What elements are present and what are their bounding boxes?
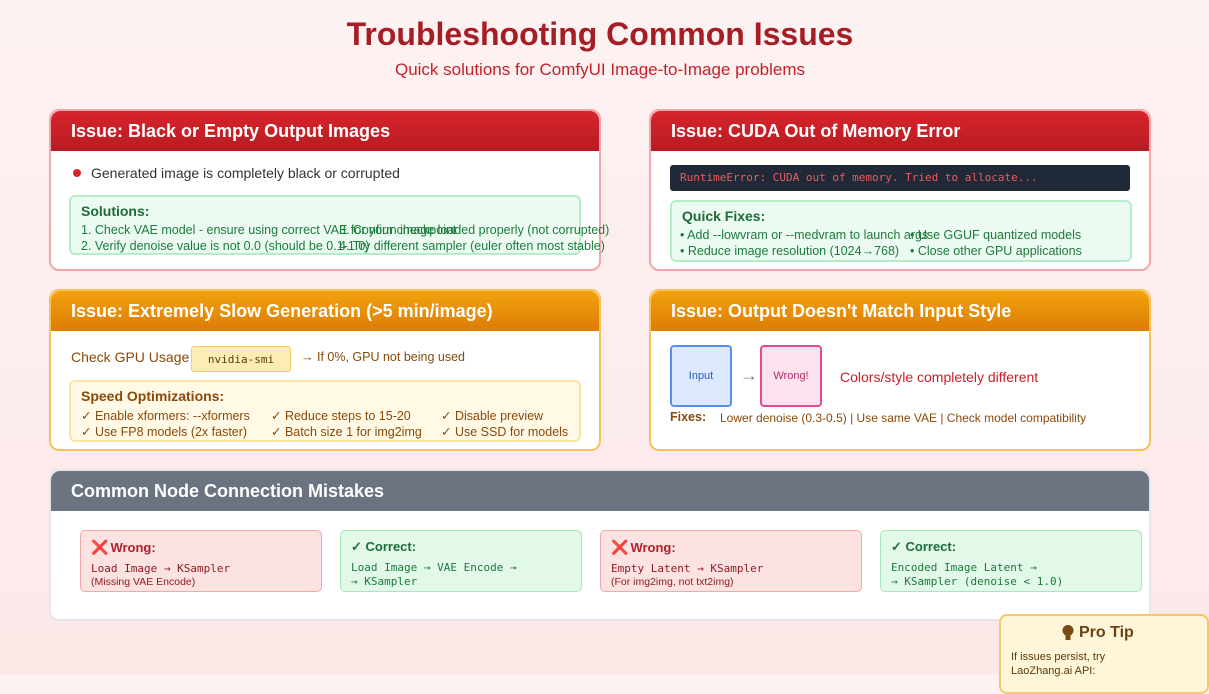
solution-item: 2. Verify denoise value is not 0.0 (shou… [81, 239, 370, 253]
solutions-title: Solutions: [81, 203, 150, 219]
style-mismatch-description: Colors/style completely different [840, 369, 1039, 385]
optimization-item: ✓ Use SSD for models [441, 425, 569, 439]
example-code: Load Image → KSampler [91, 562, 231, 575]
optimization-item: ✓ Enable xformers: --xformers [81, 409, 250, 423]
optimization-item: ✓ Disable preview [441, 409, 544, 423]
optimization-item: ✓ Batch size 1 for img2img [271, 425, 422, 439]
pro-tip-box: Pro Tip If issues persist, try LaoZhang.… [999, 614, 1209, 694]
speed-optimizations-title: Speed Optimizations: [81, 388, 225, 404]
solution-item: 1. Check VAE model - ensure using correc… [81, 223, 457, 237]
solution-item: 4. Try different sampler (euler often mo… [339, 239, 605, 253]
speed-optimizations-box: Speed Optimizations: ✓ Enable xformers: … [69, 380, 581, 442]
bullet-dot-icon [73, 169, 81, 177]
issue-cuda-oom-card: Issue: CUDA Out of Memory Error RuntimeE… [649, 109, 1151, 271]
example-code: → KSampler (denoise < 1.0) [891, 575, 1064, 588]
issue-style-mismatch-card: Issue: Output Doesn't Match Input Style … [649, 289, 1151, 451]
fix-item: • Reduce image resolution (1024→768) [680, 244, 900, 258]
optimization-item: ✓ Use FP8 models (2x faster) [81, 425, 248, 439]
symptom-row: Generated image is completely black or c… [73, 165, 400, 181]
example-code: → KSampler [351, 575, 418, 588]
card-header: Issue: CUDA Out of Memory Error [651, 111, 1149, 151]
fix-item: • Use GGUF quantized models [910, 228, 1082, 242]
example-note: (For img2img, not txt2img) [611, 576, 734, 588]
quick-fixes-box: Quick Fixes: • Add --lowvram or --medvra… [670, 200, 1132, 262]
pro-tip-text: LaoZhang.ai API: [1011, 665, 1096, 677]
input-node: Input [670, 345, 732, 407]
page-title: Troubleshooting Common Issues [346, 16, 854, 52]
connection-example-correct: ✓ Correct: Encoded Image Latent → → KSam… [880, 530, 1142, 592]
card-header: Issue: Output Doesn't Match Input Style [651, 291, 1149, 331]
gpu-usage-note: → If 0%, GPU not being used [301, 350, 465, 364]
node-connection-mistakes-card: Common Node Connection Mistakes ❌ Wrong:… [49, 469, 1151, 621]
lightbulb-icon [1062, 625, 1074, 640]
issue-slow-generation-card: Issue: Extremely Slow Generation (>5 min… [49, 289, 601, 451]
connection-example-correct: ✓ Correct: Load Image → VAE Encode → → K… [340, 530, 582, 592]
example-title: ❌ Wrong: [91, 539, 156, 555]
optimization-item: ✓ Reduce steps to 15-20 [271, 409, 411, 423]
example-title: ✓ Correct: [351, 539, 417, 554]
pro-tip-text: If issues persist, try [1011, 651, 1106, 663]
example-code: Load Image → VAE Encode → [351, 561, 517, 574]
example-note: (Missing VAE Encode) [91, 576, 196, 588]
quick-fixes-title: Quick Fixes: [682, 208, 766, 224]
fix-item: • Add --lowvram or --medvram to launch a… [680, 228, 929, 242]
arrow-icon: → [740, 365, 758, 385]
solutions-box: Solutions: 1. Check VAE model - ensure u… [69, 195, 609, 255]
page-subtitle: Quick solutions for ComfyUI Image-to-Ima… [394, 60, 806, 79]
cross-mark-icon: ❌ [91, 539, 109, 555]
symptom-text: Generated image is completely black or c… [91, 165, 400, 181]
pro-tip-header: Pro Tip [1061, 624, 1134, 642]
card-header: Issue: Extremely Slow Generation (>5 min… [51, 291, 599, 331]
example-title: ❌ Wrong: [611, 539, 676, 555]
issue-black-output-card: Issue: Black or Empty Output Images Gene… [49, 109, 609, 271]
fixes-label: Fixes: [670, 410, 707, 424]
example-code: Empty Latent → KSampler [611, 562, 764, 575]
cross-mark-icon: ❌ [611, 539, 629, 555]
card-header: Issue: Black or Empty Output Images [51, 111, 599, 151]
fix-item: • Close other GPU applications [910, 244, 1082, 258]
error-message: RuntimeError: CUDA out of memory. Tried … [670, 165, 1130, 191]
check-gpu-label: Check GPU Usage [71, 349, 190, 365]
connection-example-wrong: ❌ Wrong: Load Image → KSampler (Missing … [80, 530, 322, 592]
solution-item: 3. Confirm image loaded properly (not co… [339, 223, 610, 237]
wrong-output-node: Wrong! [760, 345, 822, 407]
card-header: Common Node Connection Mistakes [51, 471, 1149, 511]
nvidia-smi-command: nvidia-smi [191, 346, 291, 372]
example-title: ✓ Correct: [891, 539, 957, 554]
example-code: Encoded Image Latent → [891, 561, 1037, 574]
connection-example-wrong: ❌ Wrong: Empty Latent → KSampler (For im… [600, 530, 862, 592]
fixes-text: Lower denoise (0.3-0.5) | Use same VAE |… [720, 411, 1087, 425]
